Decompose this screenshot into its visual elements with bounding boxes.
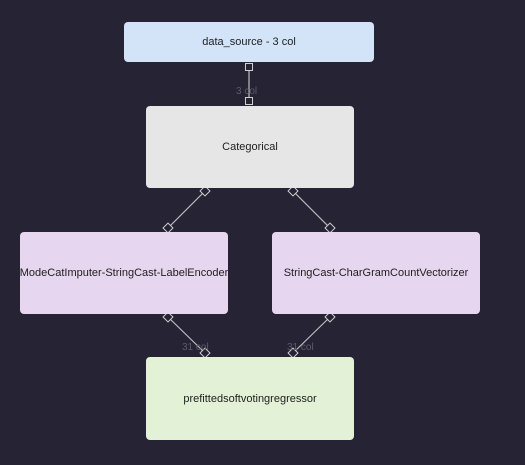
edge-label-right-regressor: 31 col	[287, 342, 314, 353]
output-port	[162, 311, 174, 323]
edge-left-regressor: 31 col	[162, 311, 211, 359]
mode-cat-imputer-node[interactable]: ModeCatImputer-StringCast-LabelEncoder	[20, 232, 228, 314]
output-port	[199, 185, 211, 197]
input-port	[199, 347, 211, 359]
mode-cat-imputer-label: ModeCatImputer-StringCast-LabelEncoder	[19, 267, 229, 279]
output-port	[324, 311, 336, 323]
edge-label-left-regressor: 31 col	[182, 342, 209, 353]
output-port	[287, 185, 299, 197]
input-port	[162, 222, 174, 234]
output-port	[245, 63, 253, 71]
categorical-label: Categorical	[222, 141, 278, 153]
edge-categorical-left	[162, 185, 211, 234]
input-port	[287, 347, 299, 359]
input-port	[245, 97, 253, 105]
input-port	[324, 222, 336, 234]
regressor-node[interactable]: prefittedsoftvotingregressor	[146, 357, 354, 440]
char-gram-vectorizer-node[interactable]: StringCast-CharGramCountVectorizer	[272, 232, 480, 314]
data-source-label: data_source - 3 col	[202, 36, 296, 48]
data-source-node[interactable]: data_source - 3 col	[124, 22, 374, 62]
edge-label-source-categorical: 3 col	[236, 86, 257, 97]
edge-source-categorical: 3 col	[236, 63, 257, 105]
categorical-node[interactable]: Categorical	[146, 106, 354, 188]
char-gram-vectorizer-label: StringCast-CharGramCountVectorizer	[283, 267, 469, 279]
regressor-label: prefittedsoftvotingregressor	[183, 392, 317, 405]
edge-categorical-right	[287, 185, 336, 234]
edge-right-regressor: 31 col	[287, 311, 336, 359]
